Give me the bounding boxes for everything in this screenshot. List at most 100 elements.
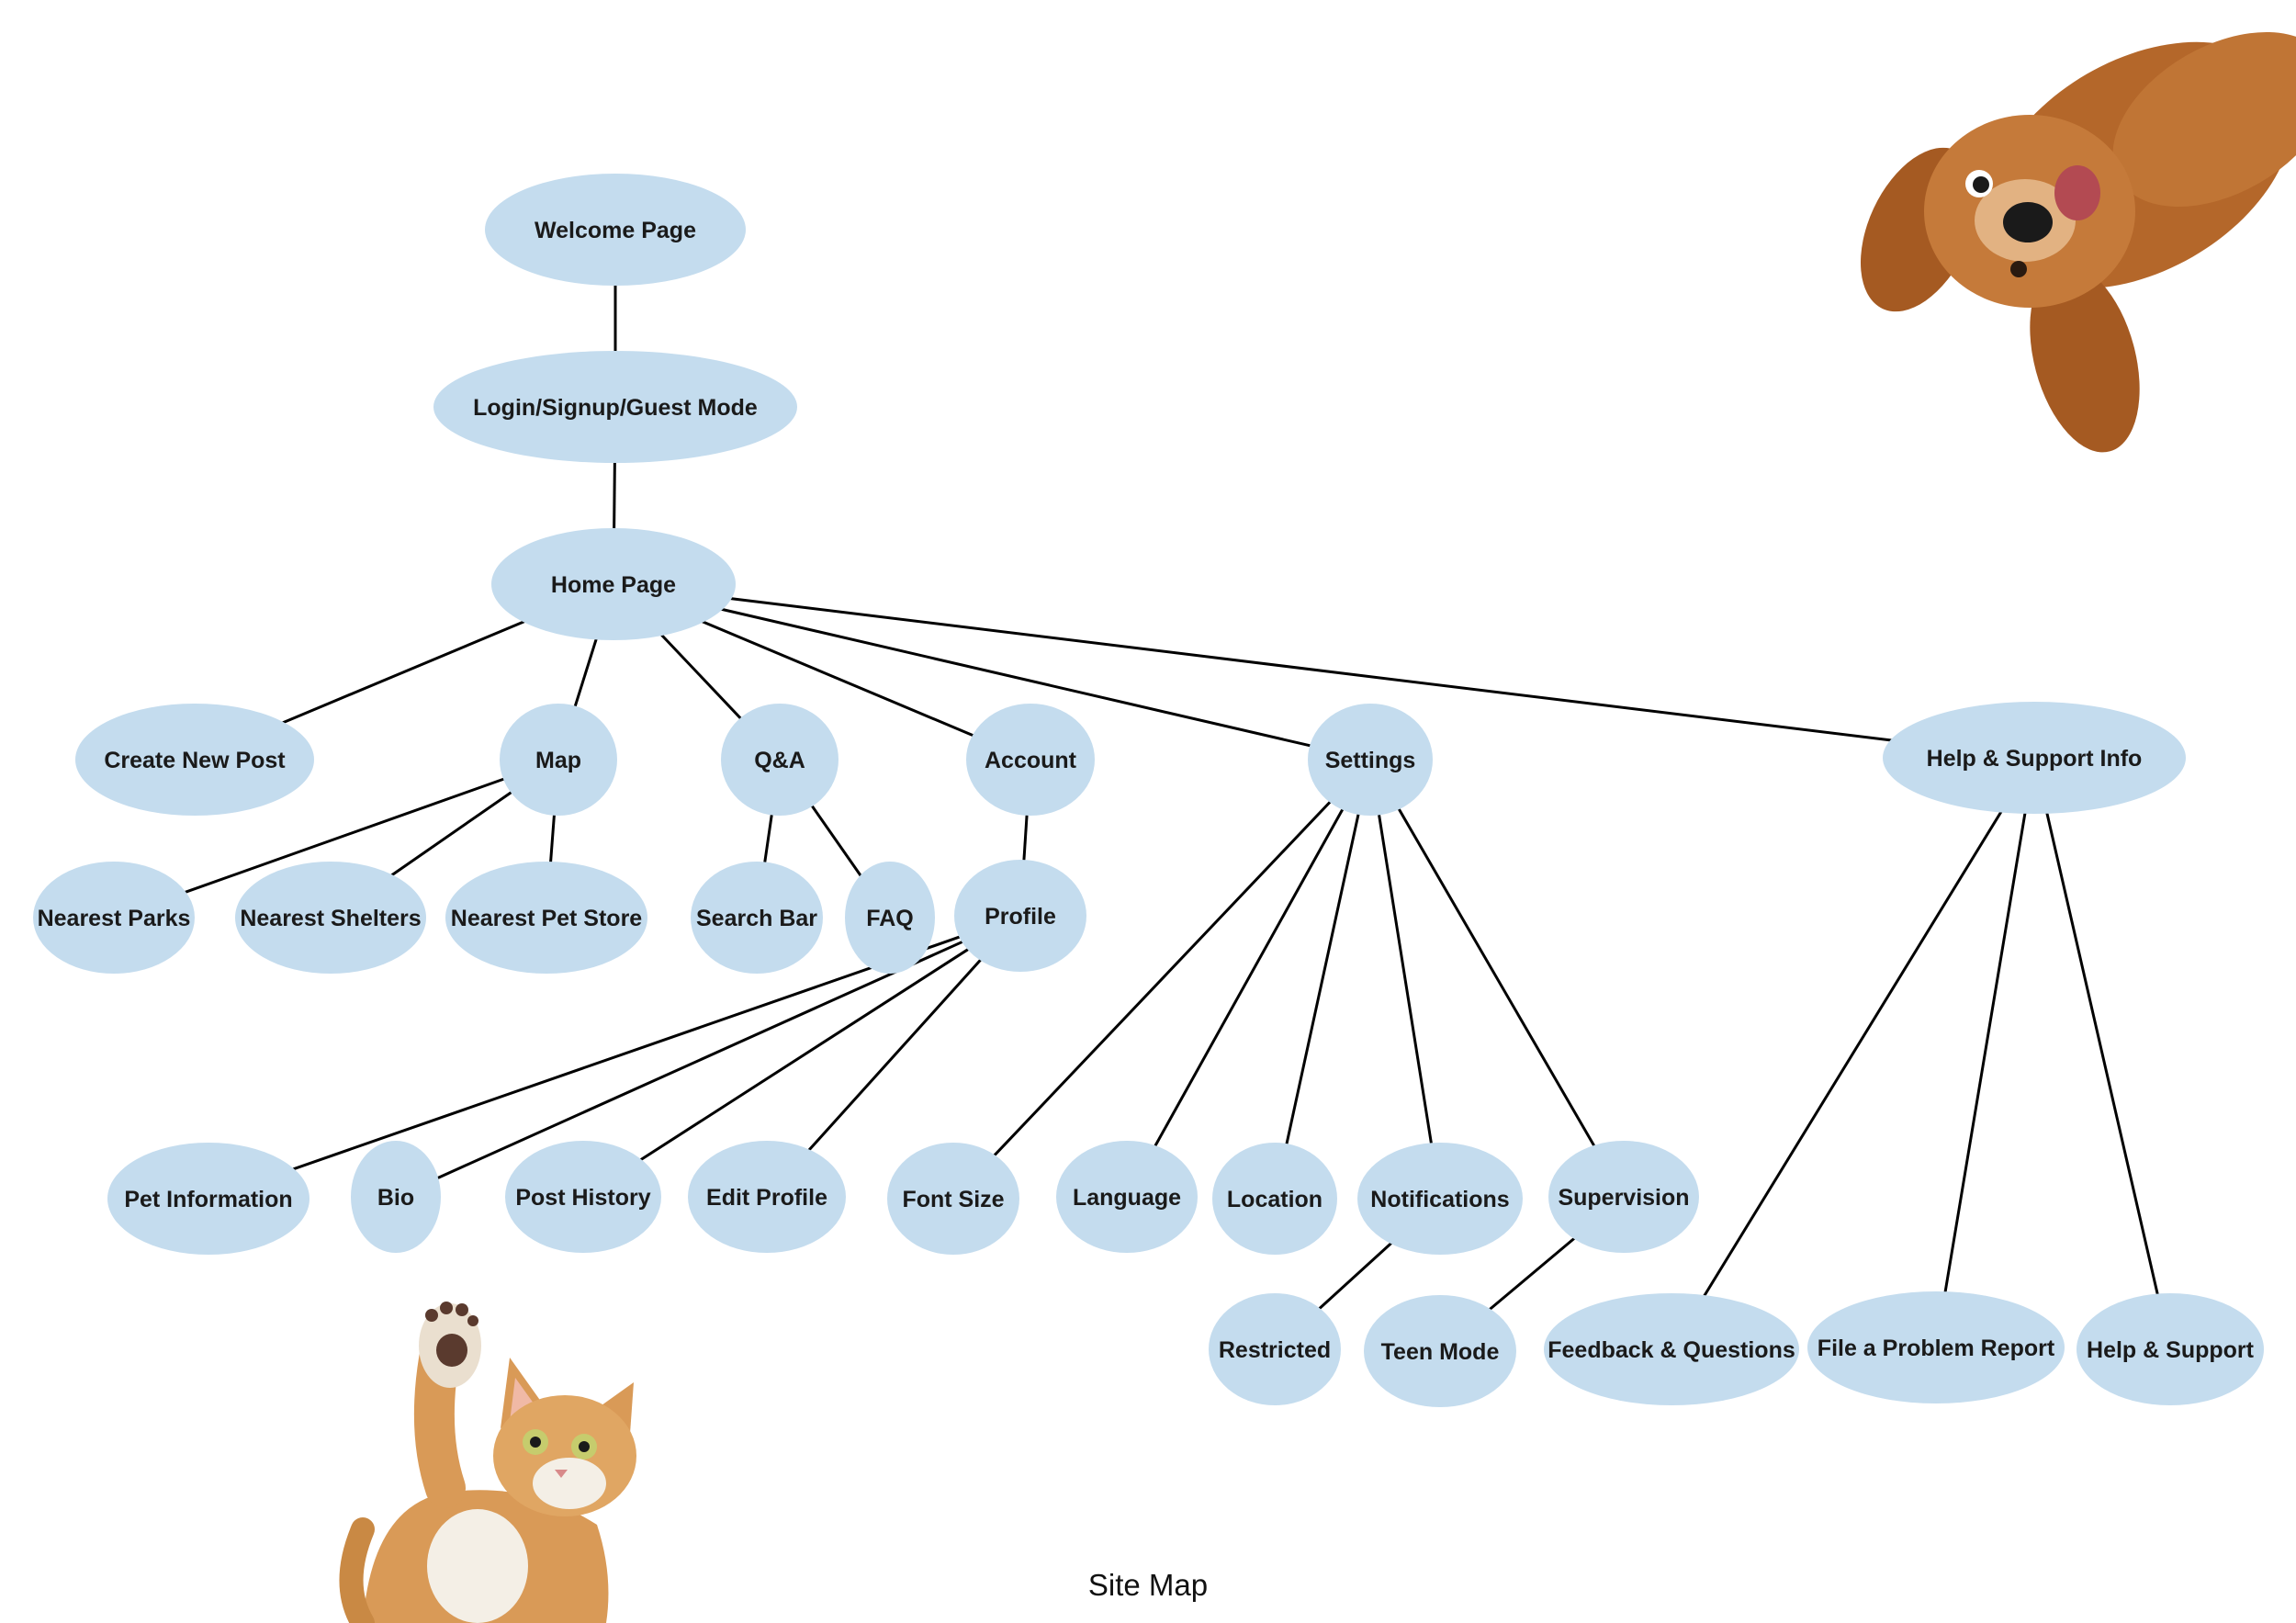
node-nearest-parks: Nearest Parks [33, 862, 195, 974]
node-label-qa: Q&A [754, 748, 805, 773]
edge-account-to-profile [1022, 814, 1029, 862]
node-shape-language [1056, 1141, 1198, 1253]
node-label-location: Location [1227, 1187, 1322, 1212]
node-shape-nearest-parks [33, 862, 195, 974]
node-map: Map [500, 704, 617, 816]
node-shape-feedback [1544, 1293, 1799, 1405]
edge-home-to-account [701, 620, 974, 738]
edge-home-to-map [573, 638, 598, 707]
node-label-restricted: Restricted [1219, 1337, 1331, 1363]
node-login: Login/Signup/Guest Mode [433, 351, 797, 463]
node-font-size: Font Size [887, 1143, 1019, 1255]
edge-home-to-qa [660, 634, 742, 720]
edge-help-info-to-feedback [1703, 810, 2003, 1297]
node-label-help-support: Help & Support [2087, 1337, 2255, 1363]
node-shape-edit-profile [688, 1141, 846, 1253]
node-label-edit-profile: Edit Profile [706, 1185, 827, 1211]
node-shape-teen-mode [1364, 1295, 1516, 1407]
edge-settings-to-notifications [1377, 814, 1433, 1144]
node-shape-problem-report [1807, 1291, 2065, 1403]
node-location: Location [1212, 1143, 1337, 1255]
edge-supervision-to-teen-mode [1488, 1236, 1576, 1311]
node-label-login: Login/Signup/Guest Mode [473, 395, 758, 421]
node-label-map: Map [535, 748, 581, 773]
edge-home-to-settings [720, 607, 1311, 748]
node-language: Language [1056, 1141, 1198, 1253]
node-profile: Profile [954, 860, 1086, 972]
node-shape-pet-info [107, 1143, 310, 1255]
node-shape-account [966, 704, 1095, 816]
node-label-settings: Settings [1325, 748, 1416, 773]
node-account: Account [966, 704, 1095, 816]
node-shape-restricted [1209, 1293, 1341, 1405]
node-feedback: Feedback & Questions [1544, 1293, 1799, 1405]
edge-settings-to-location [1285, 813, 1360, 1145]
edge-home-to-create-post [281, 620, 525, 725]
node-label-supervision: Supervision [1558, 1185, 1689, 1211]
node-label-nearest-pet-store: Nearest Pet Store [451, 906, 643, 931]
node-shape-home [491, 528, 736, 640]
node-label-notifications: Notifications [1370, 1187, 1509, 1212]
diagram-caption: Site Map [1087, 1568, 1209, 1602]
node-label-post-history: Post History [515, 1185, 650, 1211]
node-problem-report: File a Problem Report [1807, 1291, 2065, 1403]
node-help-support: Help & Support [2077, 1293, 2264, 1405]
node-label-feedback: Feedback & Questions [1548, 1337, 1795, 1363]
edge-map-to-nearest-pet-store [549, 814, 556, 863]
node-shape-post-history [505, 1141, 661, 1253]
dog-illustration [1860, 32, 2296, 453]
node-shape-welcome [485, 174, 746, 286]
node-shape-faq [845, 862, 935, 974]
edge-settings-to-supervision [1397, 807, 1596, 1147]
node-shape-nearest-shelters [235, 862, 426, 974]
node-home: Home Page [491, 528, 736, 640]
edge-help-info-to-help-support [2045, 812, 2159, 1295]
node-restricted: Restricted [1209, 1293, 1341, 1405]
node-search-bar: Search Bar [691, 862, 823, 974]
node-label-help-info: Help & Support Info [1927, 746, 2143, 772]
edge-profile-to-edit-profile [807, 958, 983, 1152]
node-shape-profile [954, 860, 1086, 972]
node-label-bio: Bio [377, 1185, 414, 1211]
node-qa: Q&A [721, 704, 838, 816]
node-label-font-size: Font Size [902, 1187, 1004, 1212]
node-shape-help-support [2077, 1293, 2264, 1405]
edges-layer [184, 285, 2159, 1311]
node-shape-help-info [1883, 702, 2186, 814]
edge-profile-to-pet-info [292, 935, 961, 1171]
edge-map-to-nearest-parks [184, 777, 505, 895]
node-nearest-shelters: Nearest Shelters [235, 862, 426, 974]
node-shape-map [500, 704, 617, 816]
edge-qa-to-search-bar [763, 814, 773, 863]
node-label-welcome: Welcome Page [535, 218, 696, 243]
node-shape-search-bar [691, 862, 823, 974]
node-teen-mode: Teen Mode [1364, 1295, 1516, 1407]
node-nearest-pet-store: Nearest Pet Store [445, 862, 647, 974]
edge-profile-to-bio [436, 940, 963, 1179]
edge-home-to-help-info [729, 596, 1893, 742]
edge-map-to-nearest-shelters [390, 791, 512, 877]
node-help-info: Help & Support Info [1883, 702, 2186, 814]
node-shape-location [1212, 1143, 1337, 1255]
node-pet-info: Pet Information [107, 1143, 310, 1255]
node-label-teen-mode: Teen Mode [1381, 1339, 1500, 1365]
node-shape-notifications [1357, 1143, 1523, 1255]
node-shape-bio [351, 1141, 441, 1253]
node-label-create-post: Create New Post [104, 748, 286, 773]
node-create-post: Create New Post [75, 704, 314, 816]
node-edit-profile: Edit Profile [688, 1141, 846, 1253]
node-label-problem-report: File a Problem Report [1818, 1336, 2055, 1361]
node-shape-nearest-pet-store [445, 862, 647, 974]
node-label-nearest-parks: Nearest Parks [38, 906, 191, 931]
node-label-profile: Profile [985, 904, 1056, 930]
edge-qa-to-faq [810, 805, 862, 877]
edge-notifications-to-restricted [1318, 1242, 1393, 1311]
node-label-faq: FAQ [866, 906, 913, 931]
node-faq: FAQ [845, 862, 935, 974]
node-label-account: Account [985, 748, 1077, 773]
node-shape-font-size [887, 1143, 1019, 1255]
node-settings: Settings [1308, 704, 1433, 816]
node-shape-qa [721, 704, 838, 816]
